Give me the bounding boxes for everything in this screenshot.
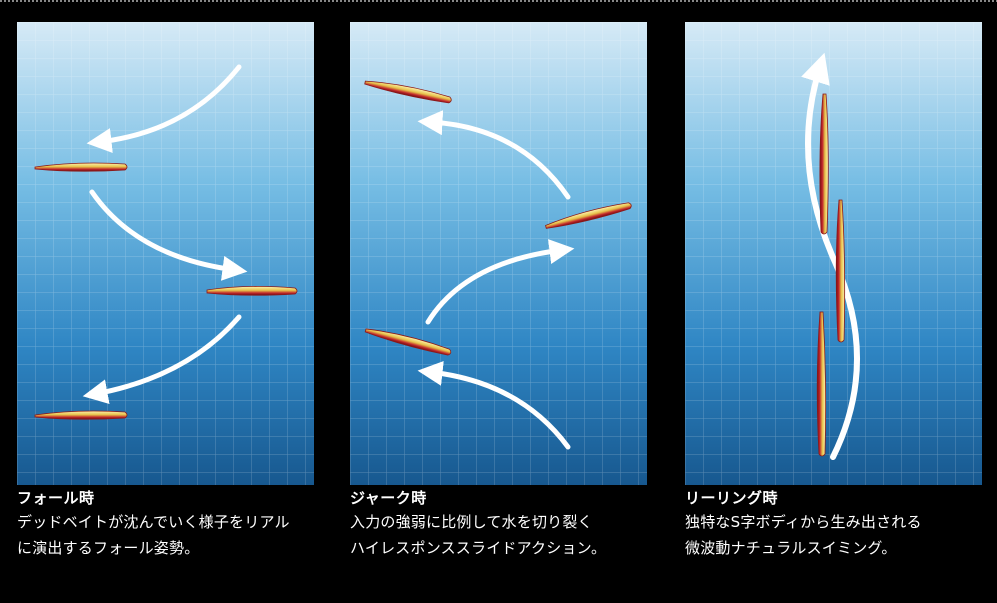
jerk-caption: ジャーク時 入力の強弱に比例して水を切り裂く ハイレスポンススライドアクション。 [350,487,670,561]
fall-title: フォール時 [17,489,95,507]
arrow-icon [425,239,575,325]
lure-icon [34,410,128,420]
lure-icon [364,328,452,356]
lure-icon [364,80,452,104]
reeling-description-line-2: 微波動ナチュラルスイミング。 [685,539,897,557]
lure-icon [835,199,846,343]
jerk-illustration-panel [350,22,647,485]
jerk-illustration [350,22,647,485]
reeling-description-line-1: 独特なS字ボディから生み出される [685,513,922,531]
reeling-caption: リーリング時 独特なS字ボディから生み出される 微波動ナチュラルスイミング。 [685,487,997,561]
fall-description-line-2: に演出するフォール姿勢。 [17,539,200,557]
lure-icon [206,286,298,296]
arrow-icon [417,110,571,200]
jerk-title: ジャーク時 [350,489,427,507]
jerk-description-line-2: ハイレスポンススライドアクション。 [350,539,607,557]
arrow-icon [82,314,242,405]
reeling-illustration [685,22,982,485]
arrow-icon [89,189,248,281]
lure-icon [545,202,632,229]
fall-illustration-panel [17,22,314,485]
fall-caption: フォール時 デッドベイトが沈んでいく様子をリアル に演出するフォール姿勢。 [17,487,337,561]
fall-description-line-1: デッドベイトが沈んでいく様子をリアル [17,513,290,531]
lure-icon [816,311,827,457]
fall-illustration [17,22,314,485]
arrow-icon [86,64,242,154]
reeling-title: リーリング時 [685,489,779,507]
dotted-top-border [0,0,997,2]
arrow-icon [801,52,860,460]
lure-icon [819,93,829,235]
jerk-description-line-1: 入力の強弱に比例して水を切り裂く [350,513,593,531]
lure-icon [34,162,128,172]
arrow-icon [417,360,571,450]
reeling-illustration-panel [685,22,982,485]
